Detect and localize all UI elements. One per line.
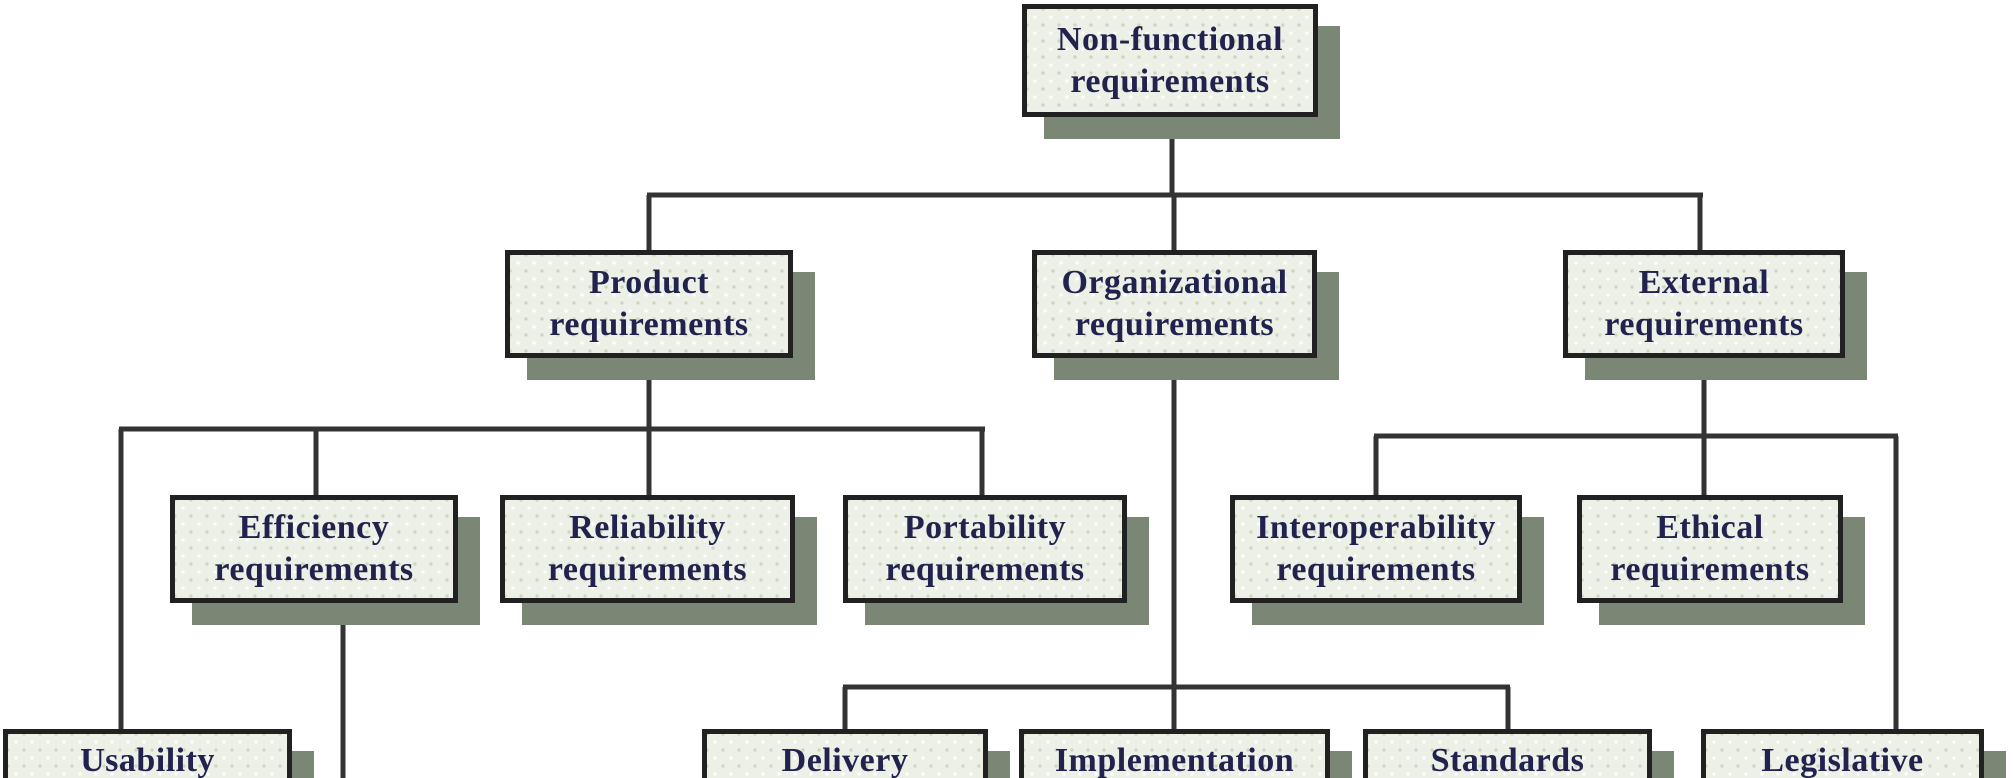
node-label: Reliability	[569, 509, 726, 546]
node-label: Usability	[80, 742, 215, 778]
node-label: Product	[589, 264, 709, 301]
node-portability-requirements: Portability requirements	[843, 495, 1127, 603]
node-efficiency-requirements: Efficiency requirements	[170, 495, 458, 603]
node-label: Portability	[903, 509, 1067, 546]
node-product-requirements: Product requirements	[505, 250, 793, 358]
node-label: Standards	[1430, 742, 1585, 778]
node-non-functional-requirements: Non-functional requirements	[1022, 4, 1318, 117]
node-label: requirements	[1074, 306, 1275, 343]
node-label: requirements	[885, 551, 1085, 588]
node-implementation-requirements: Implementation	[1019, 729, 1330, 778]
node-organizational-requirements: Organizational requirements	[1032, 250, 1317, 358]
node-label: requirements	[549, 306, 749, 343]
node-label: Legislative	[1761, 742, 1924, 778]
node-label: Non-functional	[1056, 20, 1284, 58]
node-label: requirements	[1276, 551, 1476, 588]
node-label: requirements	[1610, 551, 1810, 588]
node-label: Ethical	[1656, 509, 1764, 546]
node-label: requirements	[1604, 306, 1804, 343]
node-reliability-requirements: Reliability requirements	[500, 495, 795, 603]
node-standards-requirements: Standards	[1363, 729, 1652, 778]
node-label: requirements	[214, 551, 414, 588]
node-delivery-requirements: Delivery	[702, 729, 988, 778]
node-usability-requirements: Usability	[3, 729, 292, 778]
node-label: External	[1638, 264, 1770, 301]
node-label: Delivery	[781, 742, 909, 778]
node-label: requirements	[1070, 62, 1270, 100]
node-label: Organizational	[1061, 264, 1288, 301]
node-label: Implementation	[1054, 742, 1295, 778]
node-label: Interoperability	[1256, 509, 1496, 546]
node-external-requirements: External requirements	[1563, 250, 1845, 358]
node-ethical-requirements: Ethical requirements	[1577, 495, 1843, 603]
node-interoperability-requirements: Interoperability requirements	[1230, 495, 1522, 603]
node-label: Efficiency	[238, 509, 390, 546]
node-legislative-requirements: Legislative	[1701, 729, 1984, 778]
node-label: requirements	[547, 551, 748, 588]
